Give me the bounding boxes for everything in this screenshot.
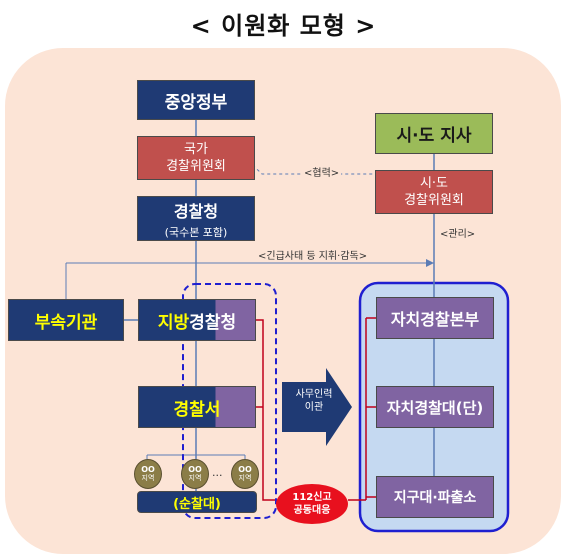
transfer-label: 사무인력 이관 (295, 389, 333, 413)
management-label: <관리> (438, 225, 478, 240)
central-government-box: 중앙정부 (137, 80, 255, 120)
autonomous-hq-box: 자치경찰본부 (376, 297, 494, 339)
affiliated-agencies-box: 부속기관 (8, 299, 124, 341)
joint-response-badge: 112신고 공동대응 (276, 484, 348, 524)
autonomous-unit-box: 자치경찰대(단) (376, 386, 494, 428)
provincial-commission-box: 시·도 경찰위원회 (375, 170, 493, 214)
police-station-box: 경찰서 (138, 386, 256, 428)
district-ellipsis: ... (212, 466, 223, 479)
patrol-box: (순찰대) (137, 491, 257, 513)
local-units-box: 지구대·파출소 (376, 476, 494, 518)
police-agency-box: 경찰청 (국수본 포함) (137, 196, 255, 241)
cooperation-label: <협력> (302, 164, 342, 179)
transfer-arrow (282, 368, 352, 446)
governor-box: 시·도 지사 (375, 113, 493, 154)
page-title: < 이원화 모형 > (190, 12, 377, 40)
regional-dashed-outline (182, 283, 277, 519)
emergency-label: <긴급사태 등 지휘·감독> (256, 247, 370, 262)
national-commission-box: 국가 경찰위원회 (137, 136, 255, 180)
